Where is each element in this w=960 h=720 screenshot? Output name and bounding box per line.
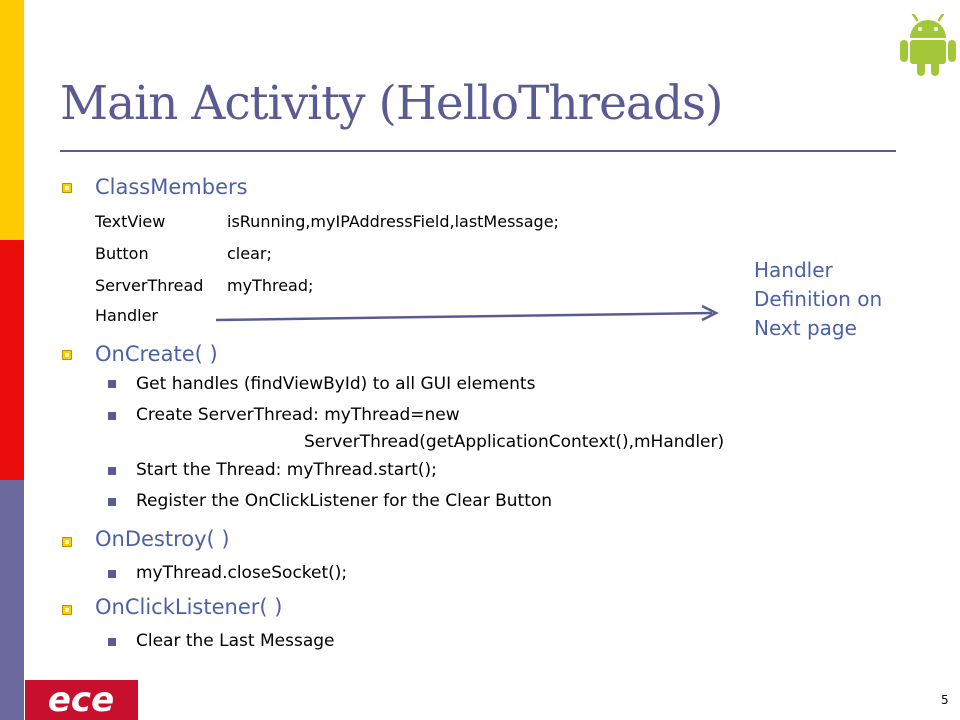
title-underline	[60, 150, 896, 152]
bullet-icon	[108, 570, 116, 578]
heading-class-members: ClassMembers	[95, 175, 248, 199]
svg-text:ece: ece	[48, 680, 114, 720]
page-number: 5	[941, 693, 949, 707]
member-type: Button	[95, 244, 149, 263]
side-bar-purple	[0, 480, 24, 720]
note-line: Next page	[754, 316, 857, 340]
bullet-square-icon	[62, 537, 72, 547]
slide-title: Main Activity (HelloThreads)	[60, 76, 723, 131]
ece-logo: ece	[25, 680, 138, 720]
bullet-icon	[108, 412, 116, 420]
list-item: Register the OnClickListener for the Cle…	[136, 491, 553, 511]
list-item: Create ServerThread: myThread=new	[136, 405, 460, 425]
member-type: TextView	[95, 212, 166, 231]
heading-on-destroy: OnDestroy( )	[95, 527, 230, 551]
side-bar-red	[0, 240, 24, 480]
list-item-continuation: ServerThread(getApplicationContext(),mHa…	[304, 432, 725, 452]
bullet-square-icon	[62, 605, 72, 615]
member-names: myThread;	[227, 276, 314, 295]
bullet-icon	[108, 498, 116, 506]
list-item: Clear the Last Message	[136, 631, 335, 651]
bullet-icon	[108, 380, 116, 388]
member-row: Button clear;	[95, 244, 272, 263]
member-type: ServerThread	[95, 276, 204, 295]
list-item: Get handles (findViewById) to all GUI el…	[136, 374, 536, 394]
note-line: Definition on	[754, 287, 883, 311]
bullet-icon	[108, 638, 116, 646]
side-bar-yellow	[0, 0, 24, 240]
member-type: Handler	[95, 306, 158, 325]
bullet-square-icon	[62, 183, 72, 193]
arrow-connector	[215, 304, 719, 322]
heading-on-click-listener: OnClickListener( )	[95, 595, 283, 619]
member-row: Handler	[95, 306, 158, 325]
member-names: clear;	[227, 244, 272, 263]
member-row: ServerThread myThread;	[95, 276, 313, 295]
note-line: Handler	[754, 258, 833, 282]
list-item: Start the Thread: myThread.start();	[136, 460, 437, 480]
list-item: myThread.closeSocket();	[136, 563, 348, 583]
member-names: isRunning,myIPAddressField,lastMessage;	[227, 212, 559, 231]
bullet-icon	[108, 467, 116, 475]
bullet-square-icon	[62, 350, 72, 360]
heading-on-create: OnCreate( )	[95, 342, 218, 366]
member-row: TextView isRunning,myIPAddressField,last…	[95, 212, 559, 231]
android-robot-icon	[900, 14, 956, 76]
handler-note: Handler Definition on Next page	[754, 256, 944, 343]
